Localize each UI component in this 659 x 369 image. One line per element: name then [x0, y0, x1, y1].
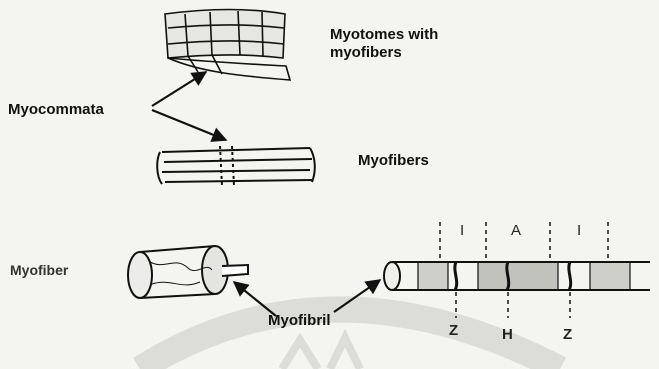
- myocommata-arrow-lower: [152, 110, 226, 140]
- band-label-h: H: [502, 326, 513, 343]
- watermark-arc: [140, 310, 560, 369]
- myotomes-illustration: [165, 10, 290, 81]
- label-myofibers: Myofibers: [358, 152, 429, 169]
- label-myofibril: Myofibril: [268, 312, 331, 329]
- myofibril-strand: [384, 262, 650, 290]
- label-myotomes-line1: Myotomes with: [330, 26, 438, 43]
- band-label-a: A: [511, 222, 521, 239]
- label-myocommata: Myocommata: [8, 101, 104, 118]
- myocommata-arrow-upper: [152, 72, 206, 106]
- band-label-i-left: I: [460, 222, 464, 239]
- band-label-z-left: Z: [449, 322, 458, 339]
- band-label-i-right: I: [577, 222, 581, 239]
- band-label-z-right: Z: [563, 326, 572, 343]
- myofiber-cylinder: [128, 246, 248, 298]
- label-myotomes-line2: myofibers: [330, 44, 402, 61]
- label-myofiber: Myofiber: [10, 262, 68, 278]
- myofibers-bundle: [157, 146, 315, 186]
